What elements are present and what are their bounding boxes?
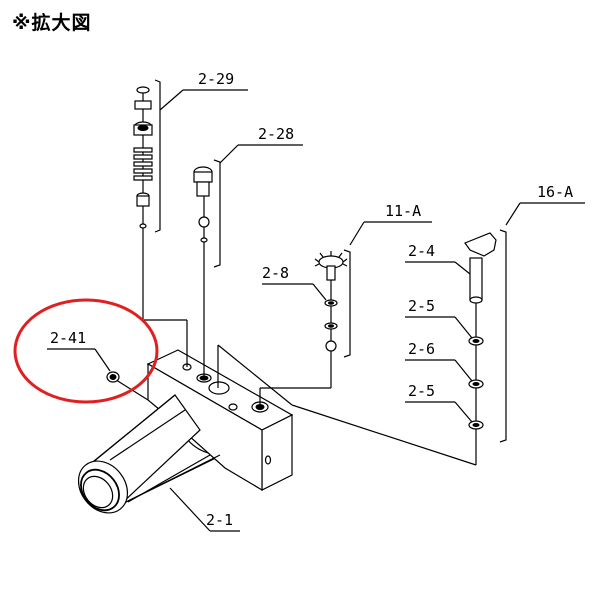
label-16-A: 16-A xyxy=(537,183,573,201)
bracket-2-28 xyxy=(213,144,303,268)
label-11-A: 11-A xyxy=(385,202,421,220)
highlight-circle xyxy=(13,298,159,404)
leader-2-5-top xyxy=(405,316,473,339)
main-body-2-1 xyxy=(77,349,294,514)
bracket-11-A xyxy=(343,221,432,358)
label-2-41: 2-41 xyxy=(50,329,86,347)
leader-2-8 xyxy=(262,283,327,301)
leader-2-5-bottom xyxy=(405,401,473,423)
part-stack-16-A xyxy=(217,232,497,466)
part-stack-11-A xyxy=(259,251,348,407)
part-2-41-plug xyxy=(106,371,149,401)
label-2-29: 2-29 xyxy=(198,70,234,88)
leader-2-6 xyxy=(405,359,473,382)
bracket-16-A xyxy=(499,202,585,443)
page-title: ※拡大図 xyxy=(12,12,92,34)
part-stack-2-29 xyxy=(133,86,188,367)
part-stack-2-28 xyxy=(193,166,213,378)
bracket-2-29 xyxy=(154,79,248,233)
label-2-5-top: 2-5 xyxy=(408,297,435,315)
label-2-4: 2-4 xyxy=(408,242,435,260)
leader-2-1 xyxy=(169,487,240,532)
leader-2-41 xyxy=(47,348,111,372)
label-2-28: 2-28 xyxy=(258,125,294,143)
label-2-5-bottom: 2-5 xyxy=(408,382,435,400)
leader-2-4 xyxy=(405,261,471,275)
label-2-6: 2-6 xyxy=(408,340,435,358)
label-2-1: 2-1 xyxy=(206,511,233,529)
label-2-8: 2-8 xyxy=(262,264,289,282)
